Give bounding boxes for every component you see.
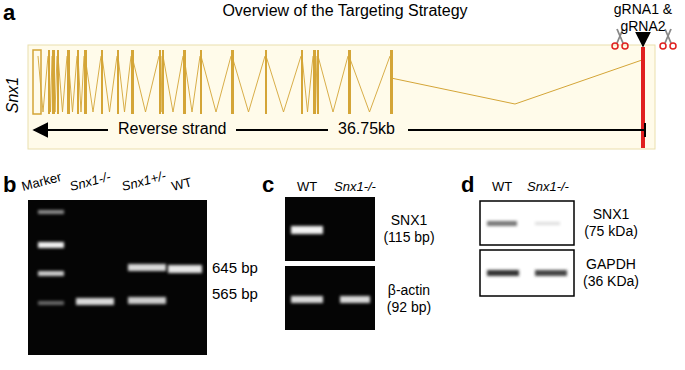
strand-line — [236, 129, 328, 131]
exon — [48, 50, 50, 114]
gene-band — [28, 45, 655, 149]
gene-name: Snx1 — [3, 77, 22, 113]
lane-label: Snx1+/- — [120, 168, 168, 195]
blot-band — [535, 270, 567, 276]
lane-label: Snx1-/- — [334, 179, 376, 195]
exon — [117, 50, 119, 114]
lane-label: WT — [492, 179, 512, 195]
gel-band — [291, 226, 323, 234]
exon — [162, 50, 164, 114]
gel-band — [291, 296, 323, 303]
intron-line — [85, 56, 101, 112]
scissors-handle — [670, 43, 676, 49]
target-exon — [641, 47, 645, 148]
target-arrow — [642, 33, 644, 46]
rt-pcr-gel — [285, 266, 375, 330]
panel-letter: c — [262, 172, 274, 198]
exon — [390, 50, 393, 114]
intron-line — [102, 56, 117, 112]
gel-band — [128, 264, 166, 271]
band-label: β-actin (92 bp) — [380, 282, 438, 316]
intron-line — [58, 56, 67, 112]
strand-arrow — [34, 129, 108, 131]
lane-label: Snx1-/- — [527, 179, 569, 195]
scissors-handle — [612, 43, 618, 49]
panel-letter: a — [3, 0, 15, 26]
exon — [77, 50, 79, 114]
exon-box — [33, 50, 41, 114]
exon — [159, 50, 161, 114]
exon — [301, 50, 303, 114]
intron-line — [201, 56, 231, 112]
gel-band — [38, 301, 64, 305]
agarose-gel — [28, 200, 207, 355]
intron-line — [266, 56, 301, 112]
lane-label: WT — [170, 174, 194, 194]
intron-line — [391, 60, 642, 104]
strand-tick — [644, 123, 646, 137]
scissors-blade — [665, 29, 671, 43]
exon — [313, 50, 316, 114]
blot-band — [487, 221, 517, 226]
intron-line — [232, 56, 265, 112]
intron-line — [302, 56, 313, 112]
exon — [131, 50, 134, 114]
blot-band — [535, 222, 560, 225]
scissors-blade — [665, 29, 671, 43]
band-label: GAPDH (36 KDa) — [582, 256, 640, 290]
intron-line — [38, 56, 48, 112]
intron-line — [163, 56, 183, 112]
scissors-handle — [622, 43, 628, 49]
intron-line — [184, 56, 200, 112]
blot-band — [487, 270, 519, 276]
gel-band — [38, 210, 64, 214]
scissors-handle — [660, 43, 666, 49]
exon — [183, 50, 186, 114]
panel-title: Overview of the Targeting Strategy — [222, 1, 467, 20]
western-blot — [480, 250, 574, 296]
rt-pcr-gel — [285, 197, 375, 261]
lane-label: Marker — [20, 169, 63, 195]
grna-label: gRNA1 & gRNA2 — [607, 1, 679, 35]
exon — [200, 50, 202, 114]
lane-label: Snx1-/- — [68, 169, 113, 195]
gel-band — [168, 265, 202, 273]
strand-label: Reverse strand — [118, 119, 227, 138]
gel-band — [38, 242, 64, 248]
intron-line — [349, 56, 390, 112]
length-label: 36.75kb — [338, 119, 395, 138]
exon — [317, 50, 319, 114]
exon — [84, 50, 87, 114]
exon — [67, 50, 70, 114]
band-label: SNX1 (75 kDa) — [582, 206, 640, 240]
strand-line — [408, 129, 645, 131]
gel-band — [128, 297, 166, 304]
exon — [265, 50, 267, 114]
exon — [348, 50, 351, 114]
lane-label: WT — [297, 179, 317, 195]
intron-line — [318, 56, 348, 112]
gel-band — [76, 298, 114, 305]
size-label: 565 bp — [212, 285, 258, 303]
panel-letter: b — [3, 172, 16, 198]
panel-letter: d — [461, 172, 474, 198]
intron-line — [132, 56, 159, 112]
intron-line — [118, 56, 131, 112]
gel-band — [340, 296, 370, 303]
band-label: SNX1 (115 bp) — [380, 212, 438, 246]
western-blot — [480, 201, 574, 245]
gel-band — [38, 271, 64, 276]
exon — [101, 50, 103, 114]
size-label: 645 bp — [212, 259, 258, 277]
exon — [52, 50, 55, 114]
exon — [231, 50, 234, 114]
exon — [57, 50, 59, 114]
